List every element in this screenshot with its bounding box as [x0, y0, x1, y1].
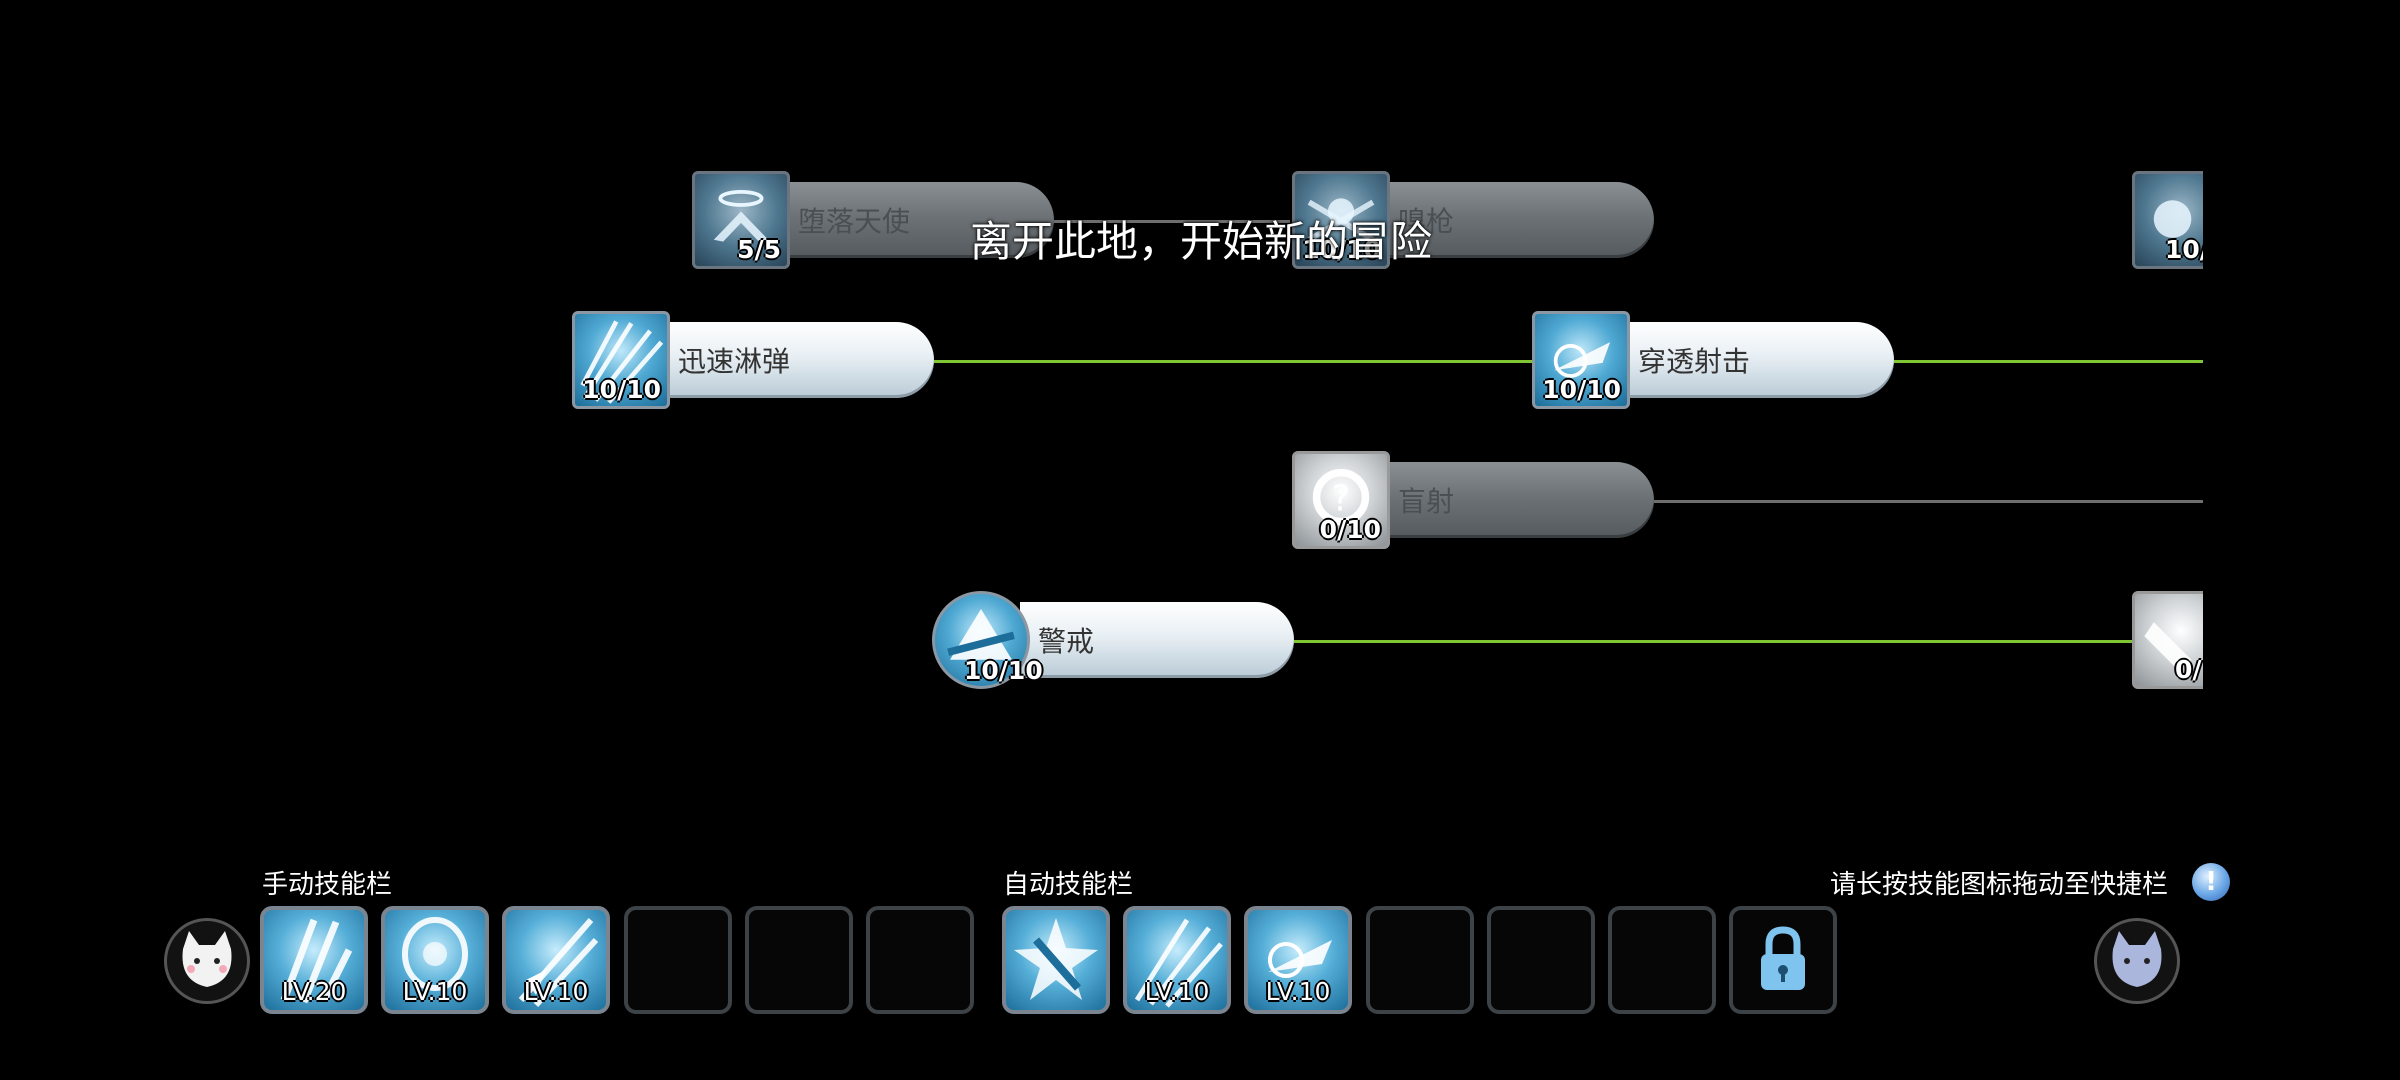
connector-line	[1292, 640, 2136, 643]
skill-node-fallen-angel[interactable]: 堕落天使	[780, 182, 1054, 258]
right-cat-avatar[interactable]	[2094, 918, 2180, 1004]
roaring-gun-icon[interactable]: 10/10	[1292, 171, 1390, 269]
info-icon[interactable]: !	[2192, 863, 2230, 901]
skill-level: 10/10	[964, 656, 1043, 685]
alert-icon[interactable]	[932, 591, 1030, 689]
skill-name: 迅速淋弹	[678, 345, 791, 378]
manual-slot-3[interactable]: LV.10	[502, 906, 610, 1014]
notification-banner: 离开此地，开始新的冒险	[970, 217, 1433, 266]
skill-level: 10/10	[582, 375, 661, 404]
skill-node-blind-shot[interactable]: 盲射	[1380, 462, 1654, 538]
partial-skill-icon[interactable]: 10/	[2132, 171, 2203, 269]
skill-level: 10/	[2165, 235, 2203, 264]
auto-slot-1[interactable]	[1002, 906, 1110, 1014]
skill-node-roaring-gun[interactable]: 嗅枪	[1380, 182, 1654, 258]
auto-slot-locked[interactable]	[1729, 906, 1837, 1014]
slot-level: LV.20	[281, 977, 347, 1006]
connector-line	[1052, 220, 1290, 223]
auto-slot-4[interactable]	[1366, 906, 1474, 1014]
connector-line	[930, 360, 1540, 363]
slot-level: LV.10	[1144, 977, 1210, 1006]
partial-skill-icon[interactable]: 0/	[2132, 591, 2203, 689]
skill-level: 0/10	[1319, 515, 1381, 544]
connector-line	[1890, 360, 2203, 363]
lock-icon	[1761, 926, 1805, 990]
skill-name: 嗅枪	[1398, 205, 1455, 238]
manual-slot-2[interactable]: LV.10	[381, 906, 489, 1014]
manual-skill-bar-label: 手动技能栏	[262, 870, 393, 900]
manual-slot-6[interactable]	[866, 906, 974, 1014]
skill-level: 10/10	[1542, 375, 1621, 404]
skill-name: 穿透射击	[1638, 345, 1751, 378]
manual-slot-4[interactable]	[624, 906, 732, 1014]
auto-slot-2[interactable]: LV.10	[1123, 906, 1231, 1014]
auto-skill-bar-label: 自动技能栏	[1003, 870, 1134, 900]
sword-burst-icon	[1014, 918, 1098, 1000]
skill-name: 警戒	[1038, 625, 1095, 658]
scissor-slash-icon	[280, 918, 353, 1004]
blind-shot-icon[interactable]: ? 0/10	[1292, 451, 1390, 549]
manual-slot-1[interactable]: LV.20	[260, 906, 368, 1014]
skill-node-rapid-bullets[interactable]: 迅速淋弹	[660, 322, 934, 398]
drag-hint-text: 请长按技能图标拖动至快捷栏	[1830, 870, 2169, 900]
auto-slot-6[interactable]	[1608, 906, 1716, 1014]
fallen-angel-icon[interactable]: 5/5	[692, 171, 790, 269]
skill-node-alert[interactable]: 警戒	[1020, 602, 1294, 678]
slot-level: LV.10	[523, 977, 589, 1006]
svg-text:?: ?	[1332, 478, 1351, 519]
slot-level: LV.10	[1265, 977, 1331, 1006]
rapid-bullets-icon[interactable]: 10/10	[572, 311, 670, 409]
slot-level: LV.10	[402, 977, 468, 1006]
manual-slot-5[interactable]	[745, 906, 853, 1014]
blade-strike-icon	[518, 918, 599, 1008]
skill-name: 盲射	[1398, 485, 1455, 518]
skill-level: 10/10	[1302, 235, 1381, 264]
skill-node-pierce-shot[interactable]: 穿透射击	[1620, 322, 1894, 398]
rapid-bullets-icon	[1134, 918, 1223, 1008]
skill-level: 5/5	[737, 235, 781, 264]
pierce-shot-icon[interactable]: 10/10	[1532, 311, 1630, 409]
skill-tree: 堕落天使 5/5 嗅枪 10/10 10/ 迅速淋弹 10/10 穿透射击 10…	[572, 171, 2203, 689]
skill-name: 堕落天使	[798, 205, 911, 238]
left-cat-avatar[interactable]	[164, 918, 250, 1004]
auto-slot-3[interactable]: LV.10	[1244, 906, 1352, 1014]
auto-slot-5[interactable]	[1487, 906, 1595, 1014]
bubble-shield-icon	[402, 917, 468, 991]
pierce-shot-icon	[1268, 940, 1332, 978]
connector-line	[1652, 500, 2203, 503]
skill-level: 0/	[2175, 655, 2202, 684]
